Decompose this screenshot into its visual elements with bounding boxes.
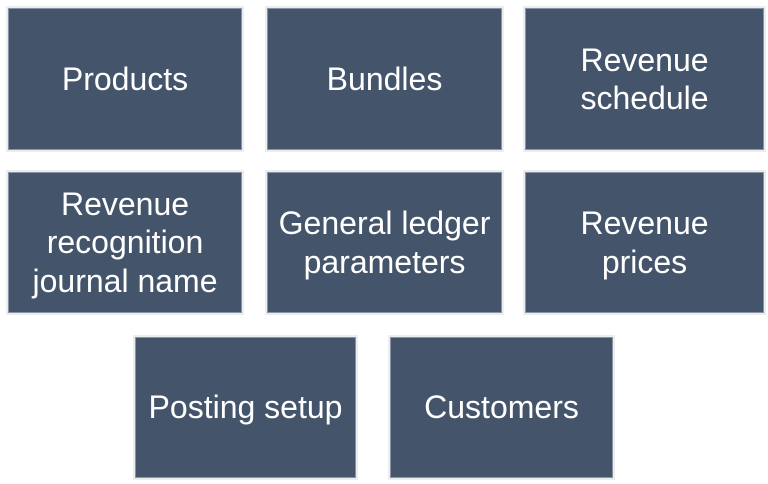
shape-revenue-schedule: Revenue schedule <box>525 8 764 150</box>
shape-bundles: Bundles <box>267 8 502 150</box>
shape-customers-label: Customers <box>424 389 579 426</box>
shape-revenue-prices: Revenue prices <box>525 172 764 313</box>
shape-general-ledger-parameters: General ledger parameters <box>267 172 502 313</box>
shape-posting-setup: Posting setup <box>135 337 356 478</box>
shape-revenue-recognition-journal-name: Revenue recognition journal name <box>8 172 242 313</box>
shape-revenue-prices-label: Revenue prices <box>580 205 709 280</box>
shape-revenue-schedule-label: Revenue schedule <box>580 41 709 116</box>
shape-posting-setup-label: Posting setup <box>148 389 343 426</box>
shape-products-label: Products <box>61 60 189 97</box>
shape-customers: Customers <box>390 337 613 478</box>
shape-general-ledger-parameters-label: General ledger parameters <box>278 205 491 280</box>
shape-products: Products <box>8 8 242 150</box>
shape-bundles-label: Bundles <box>326 60 443 97</box>
shape-revenue-recognition-journal-name-label: Revenue recognition journal name <box>32 185 218 299</box>
